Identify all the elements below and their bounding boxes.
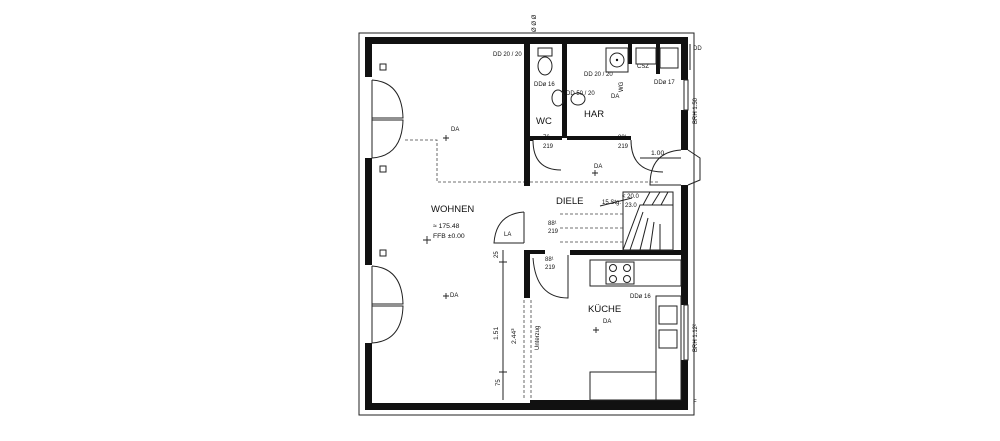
- exterior-walls: [358, 32, 695, 416]
- dd-label-kueche: DDø 16: [630, 294, 651, 300]
- har-boiler: [635, 47, 679, 69]
- wall-sockets: [379, 63, 387, 257]
- right-edge-label: F: [693, 400, 697, 406]
- ceiling-outlet-markers: [423, 135, 599, 333]
- staircase: [560, 191, 674, 251]
- wohnen-terrace-door-upper[interactable]: [371, 79, 404, 159]
- kueche-door[interactable]: [532, 255, 569, 299]
- dd-label-har2: DD 50 / 20: [566, 91, 595, 97]
- door-har-width: 88¹: [618, 135, 627, 141]
- dim-75: 75: [496, 379, 502, 386]
- entrance-door[interactable]: [649, 149, 701, 186]
- room-label-har: HAR: [584, 109, 604, 120]
- brh-kueche-label: BRH 1.12²: [693, 324, 699, 352]
- door-diele-width: 88¹: [548, 221, 557, 227]
- da-mark-wohnen-lower: DA: [450, 293, 458, 299]
- top-right-label: DD: [693, 46, 702, 52]
- interior-walls: [524, 44, 681, 403]
- kitchen-counter: [589, 259, 682, 287]
- har-sink: [570, 92, 586, 106]
- da-mark-kueche: DA: [603, 319, 611, 325]
- room-label-wohnen: WOHNEN: [431, 204, 474, 215]
- brh-right-label: BRH 1.50: [693, 97, 699, 124]
- dim-151: 1.51: [493, 327, 500, 340]
- dim-100: 1.00: [651, 150, 664, 157]
- wohnen-area: ≈ 175.48: [433, 223, 460, 230]
- door-har-height: 219: [618, 144, 629, 150]
- room-label-kueche: KÜCHE: [588, 304, 621, 315]
- door-diele-height: 219: [548, 229, 559, 235]
- dd-label-wc: DDø 16: [534, 82, 555, 88]
- csz-label: CSZ: [637, 64, 649, 70]
- dd-label-right: DDø 17: [654, 80, 675, 86]
- dd-label-top: DD 20 / 20: [493, 52, 522, 58]
- wc-toilet: [537, 47, 553, 76]
- dim-25: 25: [494, 251, 500, 258]
- stair-tread: 23.0: [625, 203, 637, 209]
- door-wc-width: 76: [543, 135, 550, 141]
- window-right: [683, 44, 691, 361]
- wohnen-terrace-door-lower[interactable]: [371, 265, 404, 344]
- kitchen-table: [589, 371, 657, 401]
- wg-label: WG: [619, 81, 625, 92]
- dimension-lines: [499, 157, 681, 400]
- da-mark-diele: DA: [594, 164, 602, 170]
- stair-count: 15 Stg.: [602, 200, 621, 206]
- door-wc-height: 219: [543, 144, 554, 150]
- dim-244: 2.44³: [511, 328, 518, 344]
- ceiling-dashed-lines: [405, 139, 660, 400]
- har-washer: [605, 47, 629, 73]
- wohnen-floor-level: FFB ±0.00: [433, 233, 465, 240]
- door-kueche-height: 219: [545, 265, 556, 271]
- wc-sink: [551, 89, 565, 107]
- door-kueche-width: 88¹: [545, 257, 554, 263]
- wohnen-door[interactable]: [493, 211, 525, 244]
- unterzug-label: Unterzug: [535, 326, 541, 350]
- room-label-diele: DIELE: [556, 196, 583, 207]
- stair-rise: < 20.0: [622, 194, 640, 200]
- har-door[interactable]: [630, 139, 664, 173]
- room-label-wc: WC: [536, 116, 552, 127]
- la-mark: LA: [504, 232, 511, 238]
- wc-door[interactable]: [532, 139, 562, 171]
- dd-label-har: DD 20 / 20: [584, 72, 613, 78]
- top-marks: Ø Ø Ø: [532, 14, 538, 32]
- da-mark-wohnen-upper: DA: [451, 127, 459, 133]
- da-mark-har: DA: [611, 94, 619, 100]
- kitchen-sink-counter: [655, 295, 682, 401]
